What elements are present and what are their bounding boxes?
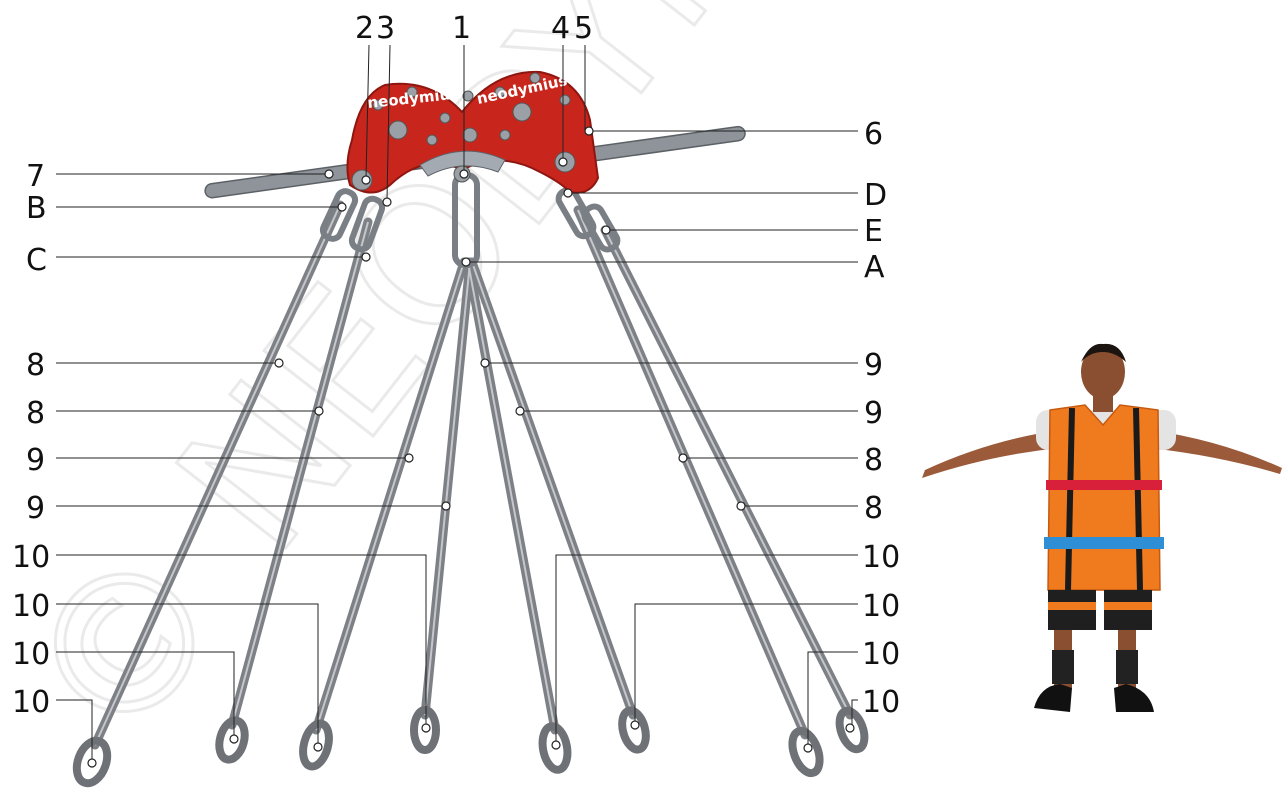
- callout-right-10a: 10: [862, 540, 900, 575]
- callout-right-10d: 10: [862, 685, 900, 720]
- callout-right-8b: 8: [864, 491, 883, 526]
- callout-left-10c: 10: [12, 637, 50, 672]
- callout-C: C: [26, 243, 47, 278]
- callout-right-9a: 9: [864, 348, 883, 383]
- callout-D: D: [864, 178, 887, 213]
- person-figure: [922, 344, 1282, 712]
- callout-4: 4: [551, 11, 570, 46]
- callout-B: B: [26, 191, 47, 226]
- callout-right-10c: 10: [862, 637, 900, 672]
- callout-left-10a: 10: [12, 540, 50, 575]
- callout-right-10b: 10: [862, 589, 900, 624]
- callout-A: A: [864, 250, 885, 285]
- callout-1: 1: [452, 11, 471, 46]
- callout-left-10b: 10: [12, 589, 50, 624]
- callout-left-10d: 10: [12, 685, 50, 720]
- callout-2: 2: [355, 11, 374, 46]
- callout-7: 7: [26, 159, 45, 194]
- callout-6: 6: [864, 117, 883, 152]
- callout-right-9b: 9: [864, 396, 883, 431]
- callout-left-9a: 9: [26, 443, 45, 478]
- callout-left-9b: 9: [26, 491, 45, 526]
- callout-E: E: [864, 214, 883, 249]
- callout-left-8b: 8: [26, 396, 45, 431]
- callout-3: 3: [376, 11, 395, 46]
- callout-right-8a: 8: [864, 443, 883, 478]
- callout-left-8a: 8: [26, 348, 45, 383]
- callout-5: 5: [574, 11, 593, 46]
